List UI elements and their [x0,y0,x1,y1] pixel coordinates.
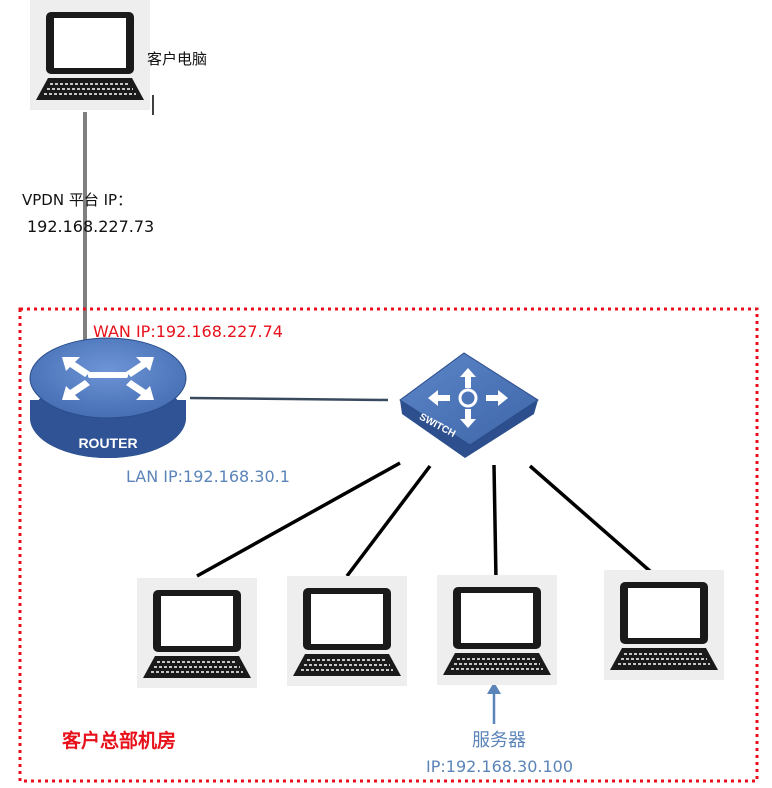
switch-icon: SWITCH [399,352,539,458]
server-label: 服务器 [472,730,526,751]
wan-ip-label: WAN IP:192.168.227.74 [93,322,283,341]
vpdn-label: VPDN 平台 IP： [22,191,133,209]
switch-laptop2-line [345,464,432,578]
laptop-icon [443,587,551,675]
switch-laptop1-line [196,461,401,578]
router-label: ROUTER [78,435,137,451]
laptop-icon [36,12,144,100]
router-switch-line [189,396,389,402]
lan-ip-label: LAN IP:192.168.30.1 [126,467,290,486]
vpdn-ip: 192.168.227.73 [27,217,155,236]
server-ip-label: IP:192.168.30.100 [426,757,573,776]
laptop-icon [293,588,401,676]
laptop-4 [604,570,724,680]
client-pc-label: 客户电脑 [147,50,208,68]
router-icon: ROUTER [29,337,187,458]
laptop-2 [287,576,407,686]
server-arrow [487,682,501,724]
switch-laptop4-line [528,464,653,574]
laptop-1 [137,578,257,688]
hq-room-boundary [18,307,759,783]
hq-room-label: 客户总部机房 [62,730,177,752]
switch-server-line [492,464,498,581]
server-laptop [437,575,557,685]
laptop-icon [610,582,718,670]
client-laptop [30,0,150,110]
laptop-icon [143,590,251,678]
